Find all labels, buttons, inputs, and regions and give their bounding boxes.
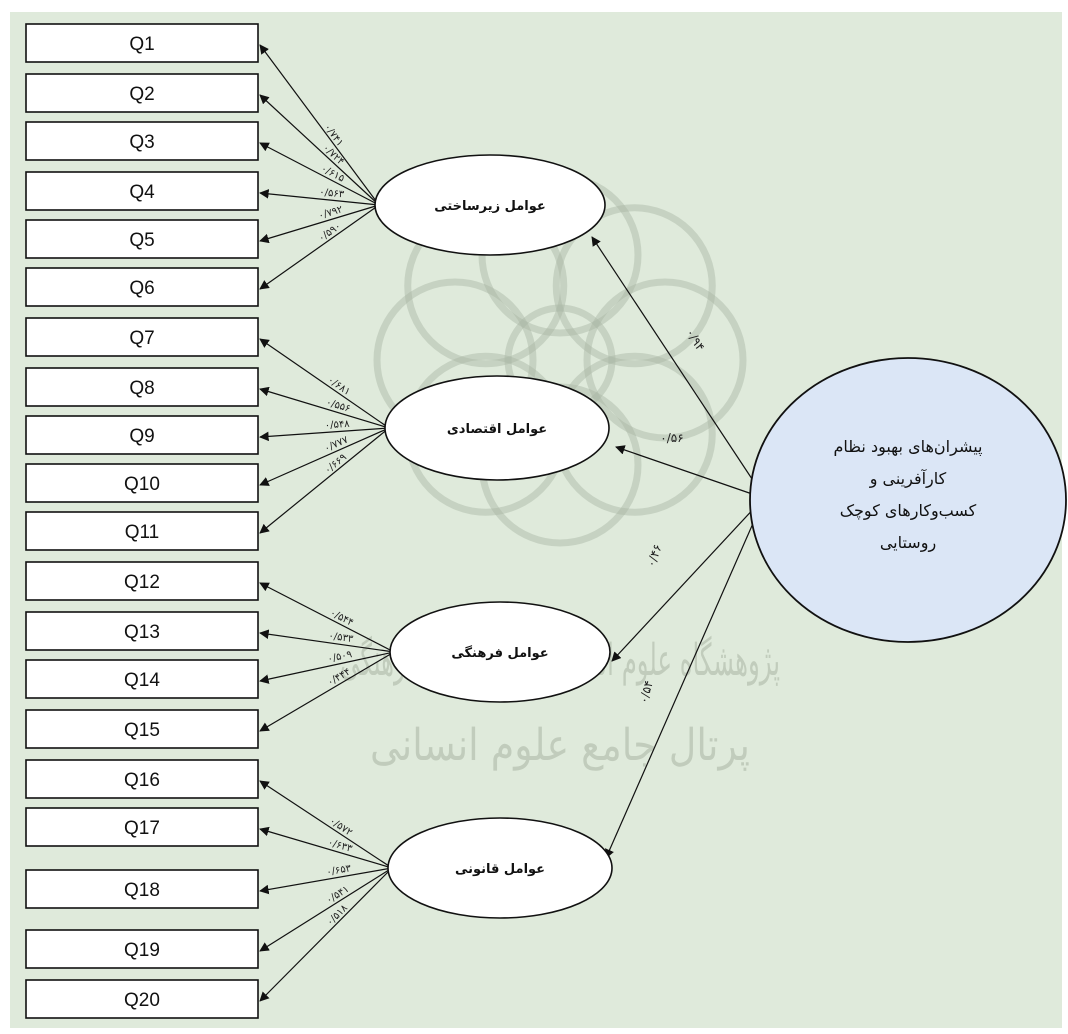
indicator-box	[25, 121, 259, 161]
indicator-box	[25, 807, 259, 847]
factor-ellipse	[384, 375, 610, 481]
indicator-box	[25, 23, 259, 63]
indicator-box	[25, 709, 259, 749]
indicator-box	[25, 979, 259, 1019]
indicator-label: Q20	[124, 990, 160, 1011]
indicator-label: Q13	[124, 622, 160, 643]
loading-arrow	[259, 651, 395, 684]
indicator-box	[25, 463, 259, 503]
indicator-box	[25, 659, 259, 699]
central-construct-label: کارآفرینی و	[869, 469, 947, 489]
indicator-box	[25, 415, 259, 455]
structural-arrow	[591, 236, 759, 489]
loading-arrow	[259, 629, 395, 653]
structural-arrow	[615, 445, 759, 497]
loading-arrow	[259, 338, 390, 429]
indicator-label: Q10	[124, 474, 160, 495]
loading-arrow	[259, 427, 390, 486]
structural-arrow	[605, 511, 759, 859]
loading-arrow	[259, 867, 393, 895]
factor-ellipse	[389, 601, 611, 703]
indicator-label: Q1	[129, 34, 154, 55]
loading-arrow	[259, 867, 393, 952]
indicator-label: Q16	[124, 770, 160, 791]
indicator-boxes: Q1Q2Q3Q4Q5Q6Q7Q8Q9Q10Q11Q12Q13Q14Q15Q16Q…	[25, 23, 259, 1019]
indicator-box	[25, 73, 259, 113]
indicator-box	[25, 317, 259, 357]
loading-value: ۰/۵۰۹	[327, 649, 354, 665]
watermark-petal	[552, 204, 716, 368]
factor-ellipse	[387, 817, 613, 919]
indicator-label: Q3	[129, 132, 154, 153]
central-construct: پیشران‌های بهبود نظام کارآفرینی و کسب‌وکار…	[749, 357, 1067, 643]
central-construct-label: روستایی	[880, 533, 936, 553]
loading-arrow	[259, 582, 395, 653]
indicator-box	[25, 929, 259, 969]
factor-label: عوامل اقتصادی	[447, 422, 547, 437]
indicator-box	[25, 759, 259, 799]
indicator-label: Q17	[124, 818, 160, 839]
factor-label: عوامل فرهنگی	[451, 645, 548, 661]
indicator-label: Q8	[129, 378, 154, 399]
indicator-label: Q14	[124, 670, 160, 691]
indicator-box	[25, 561, 259, 601]
loading-arrow	[259, 780, 393, 869]
loading-arrow	[259, 94, 380, 206]
loading-arrow	[259, 189, 380, 206]
indicator-label: Q2	[129, 84, 154, 105]
factor-ellipse	[374, 154, 606, 256]
factor-label: عوامل زیرساختی	[434, 199, 546, 214]
indicator-box	[25, 219, 259, 259]
indicator-label: Q9	[129, 426, 154, 447]
loading-value: ۰/۵۴۸	[324, 419, 350, 432]
indicator-label: Q11	[125, 522, 160, 543]
loading-arrow	[259, 427, 390, 534]
loading-arrow	[259, 44, 380, 206]
loading-arrow	[259, 651, 395, 732]
central-construct-label: پیشران‌های بهبود نظام	[834, 437, 983, 457]
indicator-label: Q6	[129, 278, 154, 299]
watermark-petal	[583, 278, 747, 442]
structural-weight: ۰/۵۴	[636, 679, 656, 705]
loading-arrow	[259, 386, 390, 429]
indicator-label: Q12	[124, 572, 160, 593]
factor-label: عوامل قانونی	[455, 862, 545, 877]
loading-value: ۰/۵۶۳	[319, 187, 345, 201]
indicator-box	[25, 511, 259, 551]
central-construct-ellipse	[749, 357, 1067, 643]
indicator-box	[25, 869, 259, 909]
structural-arrow	[611, 503, 759, 662]
indicator-box	[25, 171, 259, 211]
loading-arrow	[259, 867, 393, 1002]
structural-weight: ۰/۵۶	[660, 431, 683, 445]
loading-value: ۰/۵۳۳	[328, 631, 355, 645]
central-construct-label: کسب‌وکارهای کوچک	[840, 501, 977, 521]
watermark-line2: پرتال جامع علوم انسانی	[370, 720, 750, 771]
indicator-label: Q4	[129, 182, 155, 203]
indicator-label: Q5	[129, 230, 154, 251]
loading-arrow	[259, 204, 380, 290]
loading-arrow	[259, 142, 380, 206]
loading-value: ۰/۶۵۳	[326, 863, 353, 878]
indicator-box	[25, 611, 259, 651]
indicator-label: Q19	[124, 940, 160, 961]
loading-arrow	[259, 204, 380, 244]
indicator-label: Q7	[129, 328, 154, 349]
indicator-box	[25, 367, 259, 407]
indicator-box	[25, 267, 259, 307]
indicator-label: Q15	[124, 720, 160, 741]
indicator-label: Q18	[124, 880, 160, 901]
loading-arrow	[259, 826, 393, 869]
latent-factors: عوامل زیرساختی عوامل اقتصادی عوامل فرهنگی ع…	[374, 154, 613, 919]
loading-arrow	[259, 427, 390, 442]
